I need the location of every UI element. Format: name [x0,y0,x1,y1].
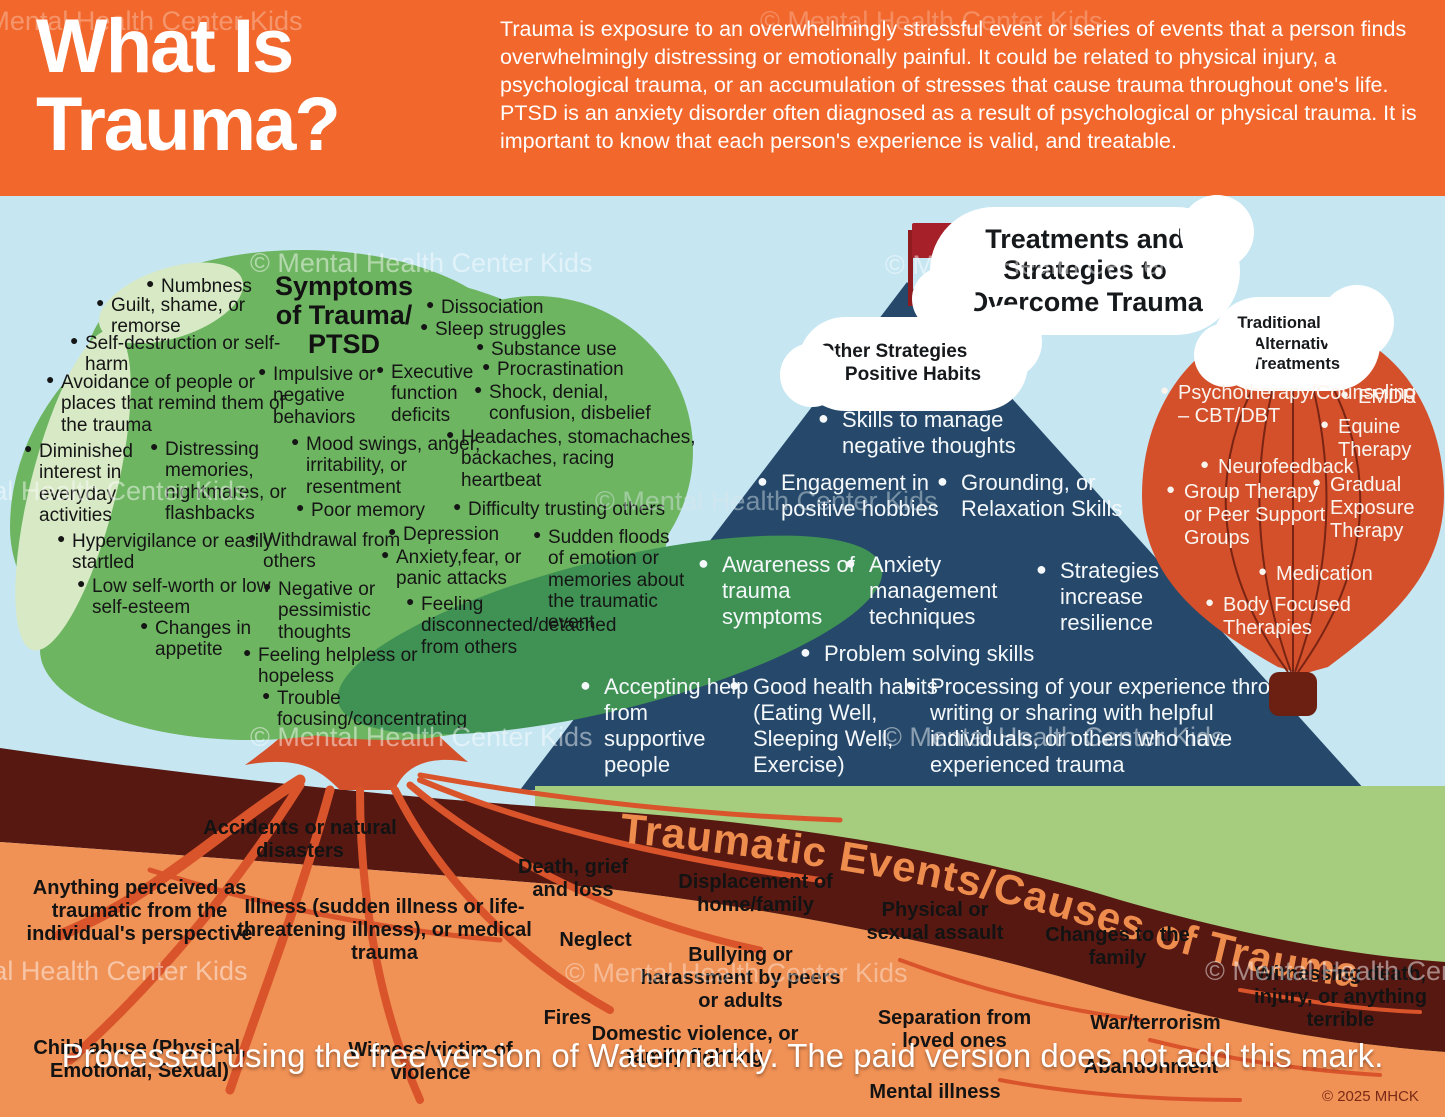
tree-symptom: Numbness [146,276,311,297]
watermark: © Mental Health Center Kids [595,486,938,516]
tree-symptom: Changes in appetite [140,618,315,661]
mountain-item: Awareness of trauma symptoms [698,552,882,630]
tree-symptom: Avoidance of people or places that remin… [46,372,301,436]
watermark: © Mental Health Center Kids [882,722,1225,752]
watermark: © Mental Health Center Kids [250,248,593,278]
tree-symptom: Low self-worth or low self-esteem [77,576,307,619]
watermark: © Mental Health Center Kids [565,958,908,988]
tree-symptom: Withdrawal from others [248,530,408,573]
header-band [0,0,1445,196]
tree-symptom: Poor memory [296,500,461,521]
page-title: What Is Trauma? [36,4,341,168]
tree-symptom: Impulsive or negative behaviors [258,364,408,428]
copyright-note: © 2025 MHCK [1322,1088,1419,1105]
tree-symptom: Mood swings, anger, irritability, or res… [291,434,501,498]
balloon-item: Body Focused Therapies [1205,594,1398,640]
intro-paragraph: Trauma is exposure to an overwhelmingly … [500,17,1417,153]
traditional-treatments-title: Traditional and Alternative Treatments [1237,314,1355,374]
balloon-item: EMDR [1340,386,1445,409]
cause-item: Physical or sexual assault [866,899,1004,944]
tree-symptom: Self-destruction or self-harm [70,333,285,376]
mountain-item: Strategies to increase resilience [1036,558,1225,636]
mountain-item: Anxiety management techniques [845,552,1064,630]
mountain-item: Grounding, or Relaxation Skills [937,470,1136,522]
tree-symptom: Negative or pessimistic thoughts [263,579,413,643]
tree-symptom: Dissociation [426,297,591,318]
watermarkly-banner: Processed using the free version of Wate… [61,1037,1384,1074]
tree-symptom: Executive function deficits [376,362,506,426]
watermark: © Mental Health Center Kids [885,250,1228,280]
tree-symptom: Diminished interest in everyday activiti… [24,441,174,526]
cause-item: Mental illness [869,1081,1001,1103]
mountain-item: Skills to manage negative thoughts [818,407,1077,459]
cause-item: War/terrorism [1090,1012,1221,1034]
balloon-item: Medication [1258,563,1426,586]
other-strategies-title: Other Strategies and Positive Habits [819,341,1007,385]
cause-item: Death, grief and loss [517,856,629,901]
tree-symptom: Depression [388,524,553,545]
tree-symptom: Sleep struggles [420,319,600,340]
mountain-item: Problem solving skills [800,641,1104,667]
other-strategies-cloud: Other Strategies and Positive Habits [780,305,1042,411]
tree-symptom: Anxiety,fear, or panic attacks [381,547,566,590]
tree-symptom: Hypervigilance or easily startled [57,531,317,574]
tree-symptom: Substance use [476,339,656,360]
cause-item: Accidents or natural disasters [203,817,397,862]
flag-pole [908,230,913,306]
cause-item: Anything perceived as traumatic from the… [26,877,253,945]
mountain-item: Engagement in positive hobbies [757,470,946,522]
watermark: © Mental Health Center Kids [0,6,303,36]
tree-symptom: Guilt, shame, or remorse [96,295,276,338]
watermark: © Mental Health Center Kids [1205,956,1445,986]
treatments-cloud: Treatments and Strategies to Overcome Tr… [912,195,1254,335]
cause-item: Changes to the family [1045,924,1190,969]
tree-symptom: Procrastination [482,359,672,380]
watermark: © Mental Health Center Kids [0,956,248,986]
traditional-treatments-cloud: Traditional and Alternative Treatments [1194,285,1394,391]
mountain-item: Accepting help from supportive people [580,674,754,778]
cause-item: Displacement of home/family [678,871,833,916]
balloon-item: Gradual Exposure Therapy [1312,474,1445,543]
watermark: © Mental Health Center Kids [760,6,1103,36]
tree-symptom: Distressing memories, nightmares, or fla… [150,439,325,524]
tree-symptom: Headaches, stomachaches, backaches, raci… [446,427,696,491]
tree-symptom: Sudden floods of emotion or memories abo… [533,527,688,633]
cause-item: Illness (sudden illness or life-threaten… [237,896,532,964]
watermark: © Mental Health Center Kids [250,722,593,752]
tree-symptom: Shock, denial, confusion, disbelief [474,382,699,425]
tree-symptom: Difficulty trusting others [453,499,713,520]
watermark: © Mental Health Center Kids [0,476,248,506]
